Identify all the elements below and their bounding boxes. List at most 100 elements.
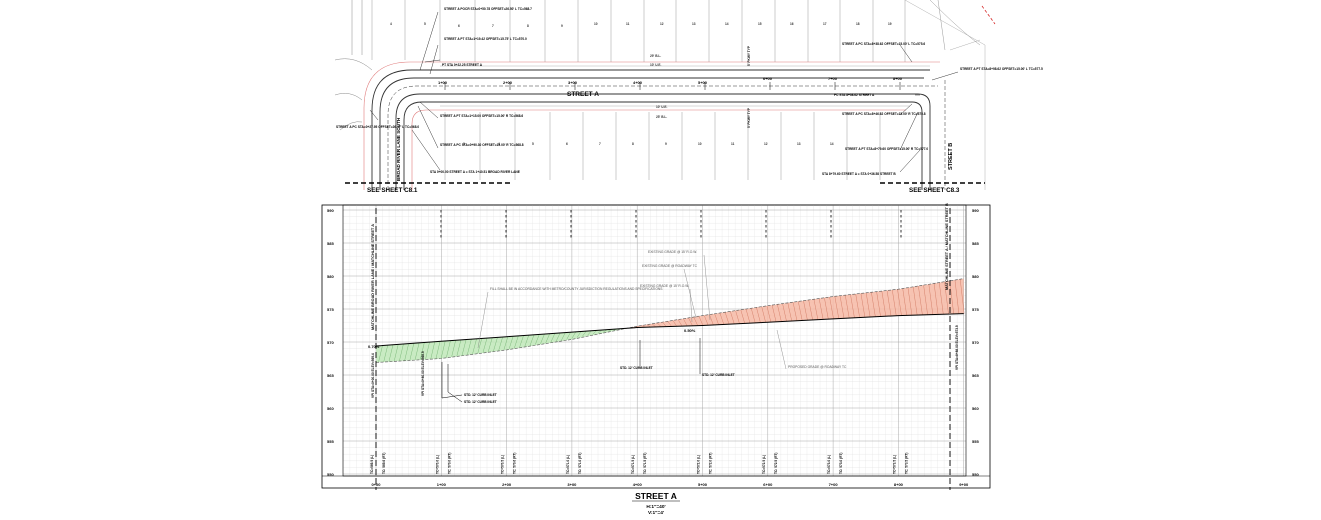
svg-text:10: 10 [594, 22, 598, 26]
plan-station-7: 7+00 [828, 76, 838, 81]
profile-station-label: 6+00 [763, 482, 773, 487]
profile-station-label: 5+00 [698, 482, 708, 487]
elev-label-right: 570 [972, 340, 979, 345]
tc-label: TC: 572.5 (RT) [774, 453, 778, 474]
street-a-plan-label: STREET A [567, 91, 599, 98]
svg-text:11: 11 [626, 22, 630, 26]
grade-right: 0.50% [684, 328, 696, 333]
svg-text:18: 18 [856, 22, 860, 26]
tc-label: TC=573.0 (L) [827, 455, 831, 474]
callout-8: PC STA 8+08.62 STREET A [834, 93, 875, 97]
elev-label-right: 575 [972, 307, 979, 312]
existing-grade-note-1: EXISTING GRADE @ 15' R.O.W. [648, 250, 697, 254]
tc-label: TC: 570.0 (RT) [447, 453, 451, 474]
profile-title: STREET A [635, 491, 677, 501]
callout-2: STREET A PT STA=1+19.42 OFFSET=15.75' L … [444, 37, 527, 41]
svg-text:9: 9 [665, 142, 667, 146]
elev-label-left: 575 [327, 307, 334, 312]
profile-station-label: 4+00 [633, 482, 643, 487]
svg-text:13: 13 [692, 22, 696, 26]
elev-label-right: 550 [972, 472, 979, 477]
svg-text:12: 12 [660, 22, 664, 26]
elev-label-right: 565 [972, 373, 979, 378]
cut-area [627, 278, 964, 329]
see-sheet-right: SEE SHEET C8.3 [909, 187, 960, 194]
tc-label: TC=570.5 (L) [501, 455, 505, 474]
elev-label-left: 550 [327, 472, 334, 477]
elev-label-right: 590 [972, 208, 979, 213]
cut-hatch [631, 279, 965, 329]
svg-text:17: 17 [823, 22, 827, 26]
callout-6: STA 0+00.00 STREET A = STA 1+40.51 BROAD… [430, 170, 520, 174]
elev-label-left: 565 [327, 373, 334, 378]
svg-text:8: 8 [632, 142, 634, 146]
bl-label-bottom: 25' B.L. [656, 115, 667, 119]
plan-station-3: 3+00 [568, 80, 578, 85]
profile-station-label: 0+00 [371, 482, 381, 487]
bl-label-top: 29' B.L. [650, 54, 661, 58]
existing-grade-note-3: EXISTING GRADE @ 15' R.O.W. [640, 284, 689, 288]
callout-9: STREET A PC STA=8+38.62 OFFSET=15.00' L … [842, 42, 925, 46]
std-curb-4: STD. 12' CURB INLET [702, 373, 735, 377]
svg-text:5: 5 [532, 142, 534, 146]
tc-label: TC=572.5 (L) [762, 455, 766, 474]
svg-text:5: 5 [424, 22, 426, 26]
profile-station-label: 9+00 [959, 482, 969, 487]
callout-7: PT STA 0+22.25 STREET A [442, 63, 483, 67]
plan-station-8: 8+00 [893, 76, 903, 81]
existing-grade-note-2: EXISTING GRADE @ ROADWAY TC [642, 264, 698, 268]
svg-text:8: 8 [527, 24, 529, 28]
svg-text:14: 14 [725, 22, 729, 26]
elev-label-right: 585 [972, 241, 979, 246]
svg-text:6: 6 [458, 24, 460, 28]
vpi-mid: VPI STA=0+80.00 ELEV=568.9 [421, 351, 425, 396]
profile-station-label: 8+00 [894, 482, 904, 487]
svg-text:13: 13 [797, 142, 801, 146]
ue-label-bottom: 10' U.E. [656, 105, 668, 109]
std-curb-2: STD. 12' CURB INLET [464, 400, 497, 404]
callout-1: STREET A POCR STA=0+50.78 OFFSET=26.50' … [444, 7, 532, 11]
svg-text:7: 7 [599, 142, 601, 146]
tc-label: TC: 570.6 (RT) [513, 453, 517, 474]
tc-label: TC=573.5 (L) [892, 455, 896, 474]
matchline-right-label: MATCHLINE STREET A / MATCHLINE STREET B [945, 203, 949, 290]
fill-note: FILL SHALL BE IN ACCORDANCE WITH METRO/C… [490, 287, 663, 291]
tc-label: TC=572.0 (L) [697, 455, 701, 474]
broad-river-label: BROAD RIVER LANE SOUTH [396, 117, 401, 181]
plan-station-1: 1+00 [438, 80, 448, 85]
tc-label: TC: 571.0 (RT) [578, 453, 582, 474]
tc-label: TC=571.0 (L) [566, 455, 570, 474]
proposed-grade-line [375, 313, 964, 347]
tc-label: TC: 573.5 (RT) [904, 453, 908, 474]
pkwy-label-top: 5' PKWY TYP [747, 45, 751, 66]
elev-label-left: 560 [327, 406, 334, 411]
svg-text:15: 15 [758, 22, 762, 26]
tc-label: TC=570.0 (L) [435, 455, 439, 474]
elev-label-left: 585 [327, 241, 334, 246]
profile-station-label: 3+00 [567, 482, 577, 487]
tc-label: TC=571.5 (L) [631, 455, 635, 474]
elev-label-right: 580 [972, 274, 979, 279]
scale-horizontal: H:1"=40' [646, 504, 665, 510]
elev-label-left: 555 [327, 439, 334, 444]
plan-station-2: 2+00 [503, 80, 513, 85]
svg-text:4: 4 [390, 22, 392, 26]
svg-text:12: 12 [764, 142, 768, 146]
callout-5: STREET A PC STA=0+90.30 OFFSET=15.00' R … [440, 143, 524, 147]
tc-label: TC=569.5 (L) [370, 455, 374, 474]
proposed-grade-note: PROPOSED GRADE @ ROADWAY TC [788, 365, 847, 369]
svg-text:14: 14 [830, 142, 834, 146]
elev-label-right: 560 [972, 406, 979, 411]
pkwy-label-bottom: 5' PKWY TYP [747, 107, 751, 128]
elev-label-left: 570 [327, 340, 334, 345]
svg-text:10: 10 [698, 142, 702, 146]
svg-text:4: 4 [498, 142, 500, 146]
plan-station-6: 6+00 [763, 76, 773, 81]
std-curb-3: STD. 12' CURB INLET [620, 366, 653, 370]
see-sheet-left: SEE SHEET C8.1 [367, 187, 418, 194]
plan-station-4: 4+00 [633, 80, 643, 85]
tc-label: TC: 572.0 (RT) [709, 453, 713, 474]
